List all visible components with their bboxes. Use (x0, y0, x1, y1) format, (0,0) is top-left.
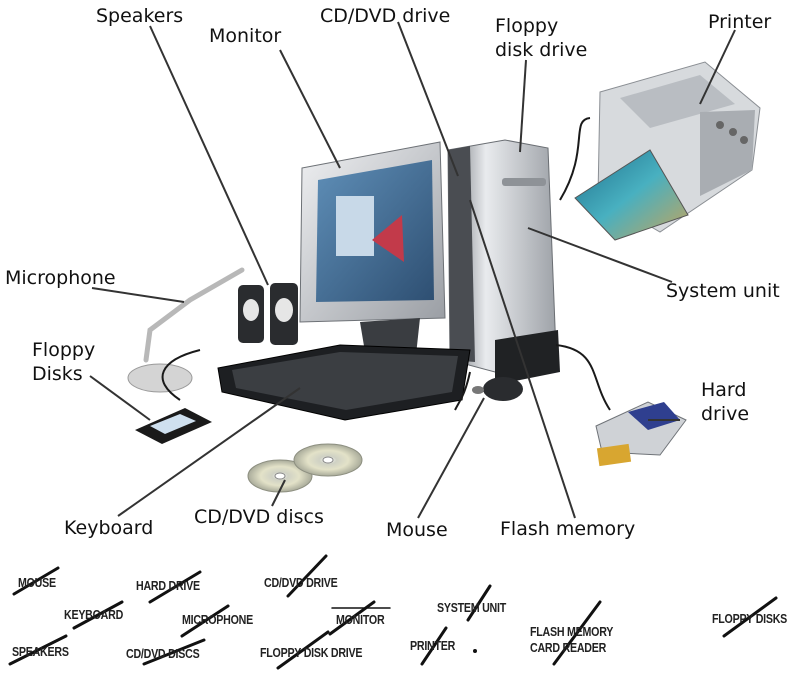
word-bank-flash-memory-card-reader: FLASH MEMORY CARD READER (530, 624, 614, 655)
label-mouse: Mouse (386, 519, 448, 541)
word-bank-monitor: MONITOR (336, 612, 385, 627)
stray-dot (473, 649, 477, 653)
word-bank-floppy-disks: FLOPPY DISKS (712, 611, 788, 626)
printer-illustration (574, 61, 761, 241)
leader-lines (89, 21, 736, 519)
floppy-disks-illustration (135, 408, 212, 444)
word-bank-keyboard: KEYBOARD (64, 607, 124, 622)
monitor-illustration (299, 141, 446, 358)
keyboard-illustration (217, 344, 471, 421)
label-flash-memory: Flash memory (500, 518, 636, 540)
label-cd-dvd-drive: CD/DVD drive (320, 5, 451, 27)
label-printer: Printer (708, 11, 772, 33)
word-bank-mouse: MOUSE (18, 575, 56, 590)
label-floppy-disk-drive: Floppy disk drive (495, 15, 588, 61)
label-monitor: Monitor (209, 25, 282, 47)
word-bank-hard-drive: HARD DRIVE (136, 578, 200, 593)
speakers-illustration (238, 283, 298, 345)
word-bank-cd-dvd-drive: CD/DVD DRIVE (264, 575, 338, 590)
label-keyboard: Keyboard (64, 517, 154, 539)
system-unit-illustration (447, 139, 560, 385)
strike-marks (8, 554, 778, 670)
label-cd-dvd-discs: CD/DVD discs (194, 506, 324, 528)
word-bank-floppy-disk-drive: FLOPPY DISK DRIVE (260, 645, 363, 660)
label-speakers: Speakers (96, 5, 184, 27)
microphone-illustration (127, 267, 245, 393)
word-bank-cd-dvd-discs: CD/DVD DISCS (126, 646, 200, 661)
mouse-illustration (472, 377, 523, 401)
label-microphone: Microphone (5, 267, 116, 289)
cables (161, 117, 611, 411)
label-system-unit: System unit (666, 280, 780, 302)
word-bank-system-unit: SYSTEM UNIT (437, 600, 506, 615)
hard-drive-illustration (595, 401, 687, 467)
cd-dvd-discs-illustration (247, 443, 363, 493)
label-hard-drive: Hard drive (701, 379, 750, 425)
word-bank-printer: PRINTER (410, 638, 456, 653)
word-bank-microphone: MICROPHONE (182, 612, 253, 627)
label-floppy-disks: Floppy Disks (32, 339, 96, 385)
word-bank-speakers: SPEAKERS (12, 644, 69, 659)
